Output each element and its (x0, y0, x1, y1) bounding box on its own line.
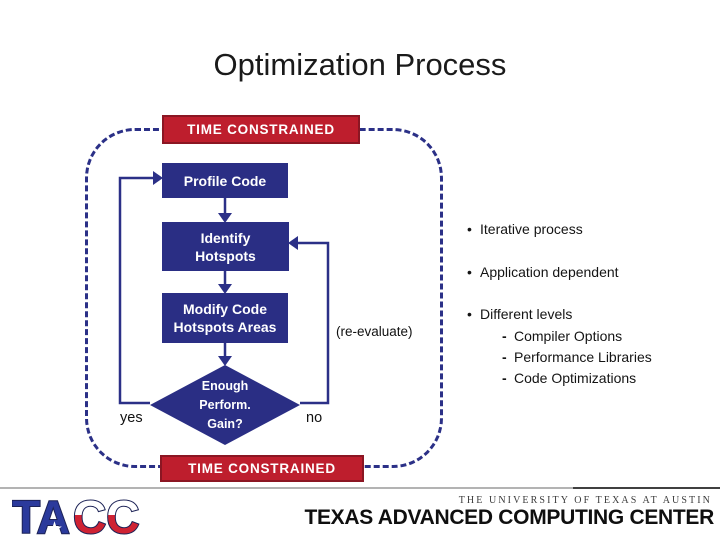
tacc-logo: TA CC ★ (11, 490, 172, 540)
flow-box-modify-code: Modify Code Hotspots Areas (162, 293, 288, 343)
sub-bullet-text: Code Optimizations (514, 370, 637, 386)
flow-box-modify-code-label: Modify Code Hotspots Areas (173, 301, 277, 335)
bullet-icon: • (467, 264, 472, 280)
slide-title: Optimization Process (213, 47, 507, 82)
tacc-logo-cc: CC (73, 492, 139, 540)
time-constrained-banner-top: TIME CONSTRAINED (162, 115, 360, 144)
sub-bullet-text: Performance Libraries (514, 349, 652, 365)
time-constrained-banner-bottom: TIME CONSTRAINED (160, 455, 364, 482)
footer-divider-line-dark-segment (573, 487, 720, 489)
flow-box-identify-hotspots-label: Identify Hotspots (195, 229, 256, 264)
dash-icon: - (502, 370, 507, 386)
flow-box-profile-code-label: Profile Code (183, 172, 267, 189)
bullet-icon: • (467, 221, 472, 237)
sub-bullet-text: Compiler Options (514, 328, 623, 344)
tacc-logo-ta: TA (12, 492, 70, 540)
bullet-text: Iterative process (480, 221, 583, 237)
star-icon: ★ (46, 519, 63, 540)
footer-divider-line (0, 487, 720, 489)
dash-icon: - (502, 328, 507, 344)
branch-label-no: no (306, 410, 323, 426)
dash-icon: - (502, 349, 507, 365)
tacc-logo-graphic: TA CC ★ (11, 490, 140, 540)
bullet-icon: • (467, 306, 472, 322)
branch-label-reevaluate: (re-evaluate) (336, 324, 413, 339)
flow-box-profile-code: Profile Code (162, 163, 288, 198)
bullet-text: Application dependent (480, 264, 619, 280)
branch-label-yes: yes (120, 410, 143, 426)
flow-decision-label: Enough Perform. Gain? (199, 378, 251, 431)
bullet-text: Different levels (480, 306, 573, 322)
computing-center-name: TEXAS ADVANCED COMPUTING CENTER (304, 506, 714, 529)
flow-box-identify-hotspots: Identify Hotspots (162, 222, 289, 271)
university-name: THE UNIVERSITY OF TEXAS AT AUSTIN (458, 495, 712, 506)
